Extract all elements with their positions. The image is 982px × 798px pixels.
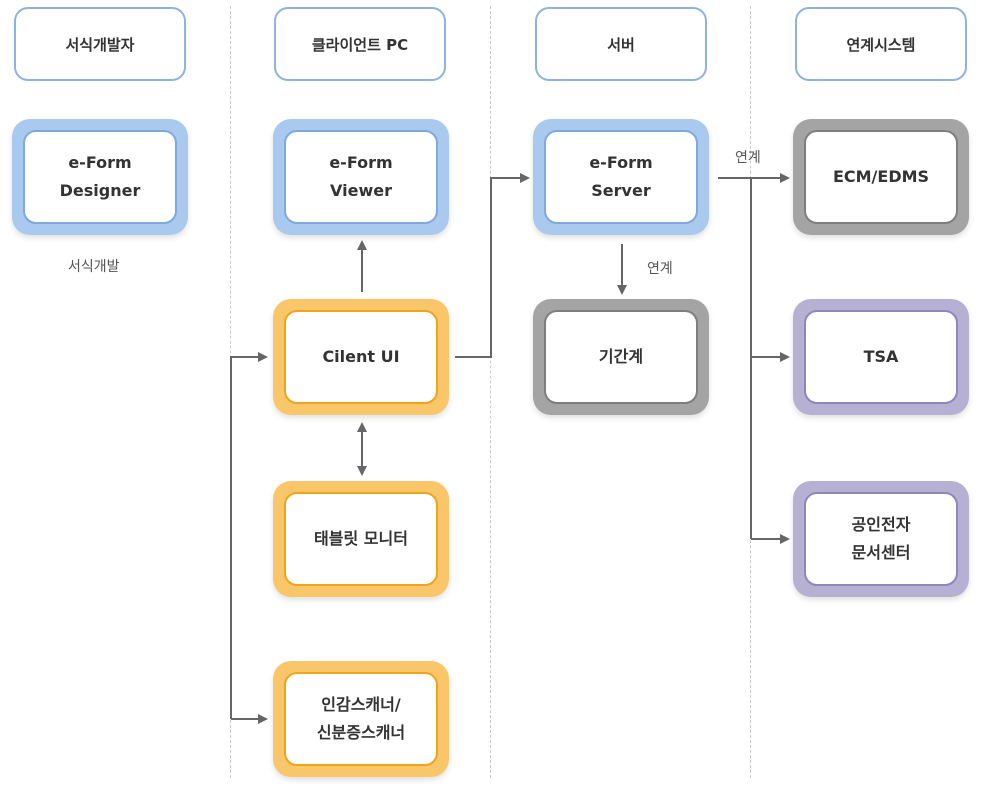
label-link-server-core: 연계 bbox=[647, 261, 673, 277]
node-client-ui-label: Cilent UI bbox=[284, 310, 438, 404]
arrow-ui-to-server bbox=[455, 173, 530, 358]
header-server: 서버 bbox=[535, 7, 707, 81]
header-client-pc: 클라이언트 PC bbox=[274, 7, 446, 81]
node-core-system-label: 기간계 bbox=[544, 310, 698, 404]
node-certified-doc-center-label: 공인전자 문서센터 bbox=[804, 492, 958, 586]
node-tsa-label: TSA bbox=[804, 310, 958, 404]
label-form-development: 서식개발 bbox=[68, 259, 120, 275]
node-ecm-edms-label: ECM/EDMS bbox=[804, 130, 958, 224]
column-divider-2 bbox=[490, 6, 491, 778]
node-certified-doc-center: 공인전자 문서센터 bbox=[793, 481, 969, 597]
node-scanner-label: 인감스캐너/ 신분증스캐너 bbox=[284, 672, 438, 766]
node-scanner: 인감스캐너/ 신분증스캐너 bbox=[273, 661, 449, 777]
node-client-ui: Cilent UI bbox=[273, 299, 449, 415]
node-eform-designer-label: e-Form Designer bbox=[23, 130, 177, 224]
header-form-developer: 서식개발자 bbox=[14, 7, 186, 81]
node-tablet-monitor: 태블릿 모니터 bbox=[273, 481, 449, 597]
header-linked-systems: 연계시스템 bbox=[795, 7, 967, 81]
node-core-system: 기간계 bbox=[533, 299, 709, 415]
node-eform-viewer-label: e-Form Viewer bbox=[284, 130, 438, 224]
node-eform-viewer: e-Form Viewer bbox=[273, 119, 449, 235]
node-eform-designer: e-Form Designer bbox=[12, 119, 188, 235]
node-tsa: TSA bbox=[793, 299, 969, 415]
node-eform-server-label: e-Form Server bbox=[544, 130, 698, 224]
label-link-systems: 연계 bbox=[735, 150, 761, 166]
node-tablet-monitor-label: 태블릿 모니터 bbox=[284, 492, 438, 586]
node-eform-server: e-Form Server bbox=[533, 119, 709, 235]
node-ecm-edms: ECM/EDMS bbox=[793, 119, 969, 235]
arrow-bracket-to-ui bbox=[230, 352, 268, 719]
